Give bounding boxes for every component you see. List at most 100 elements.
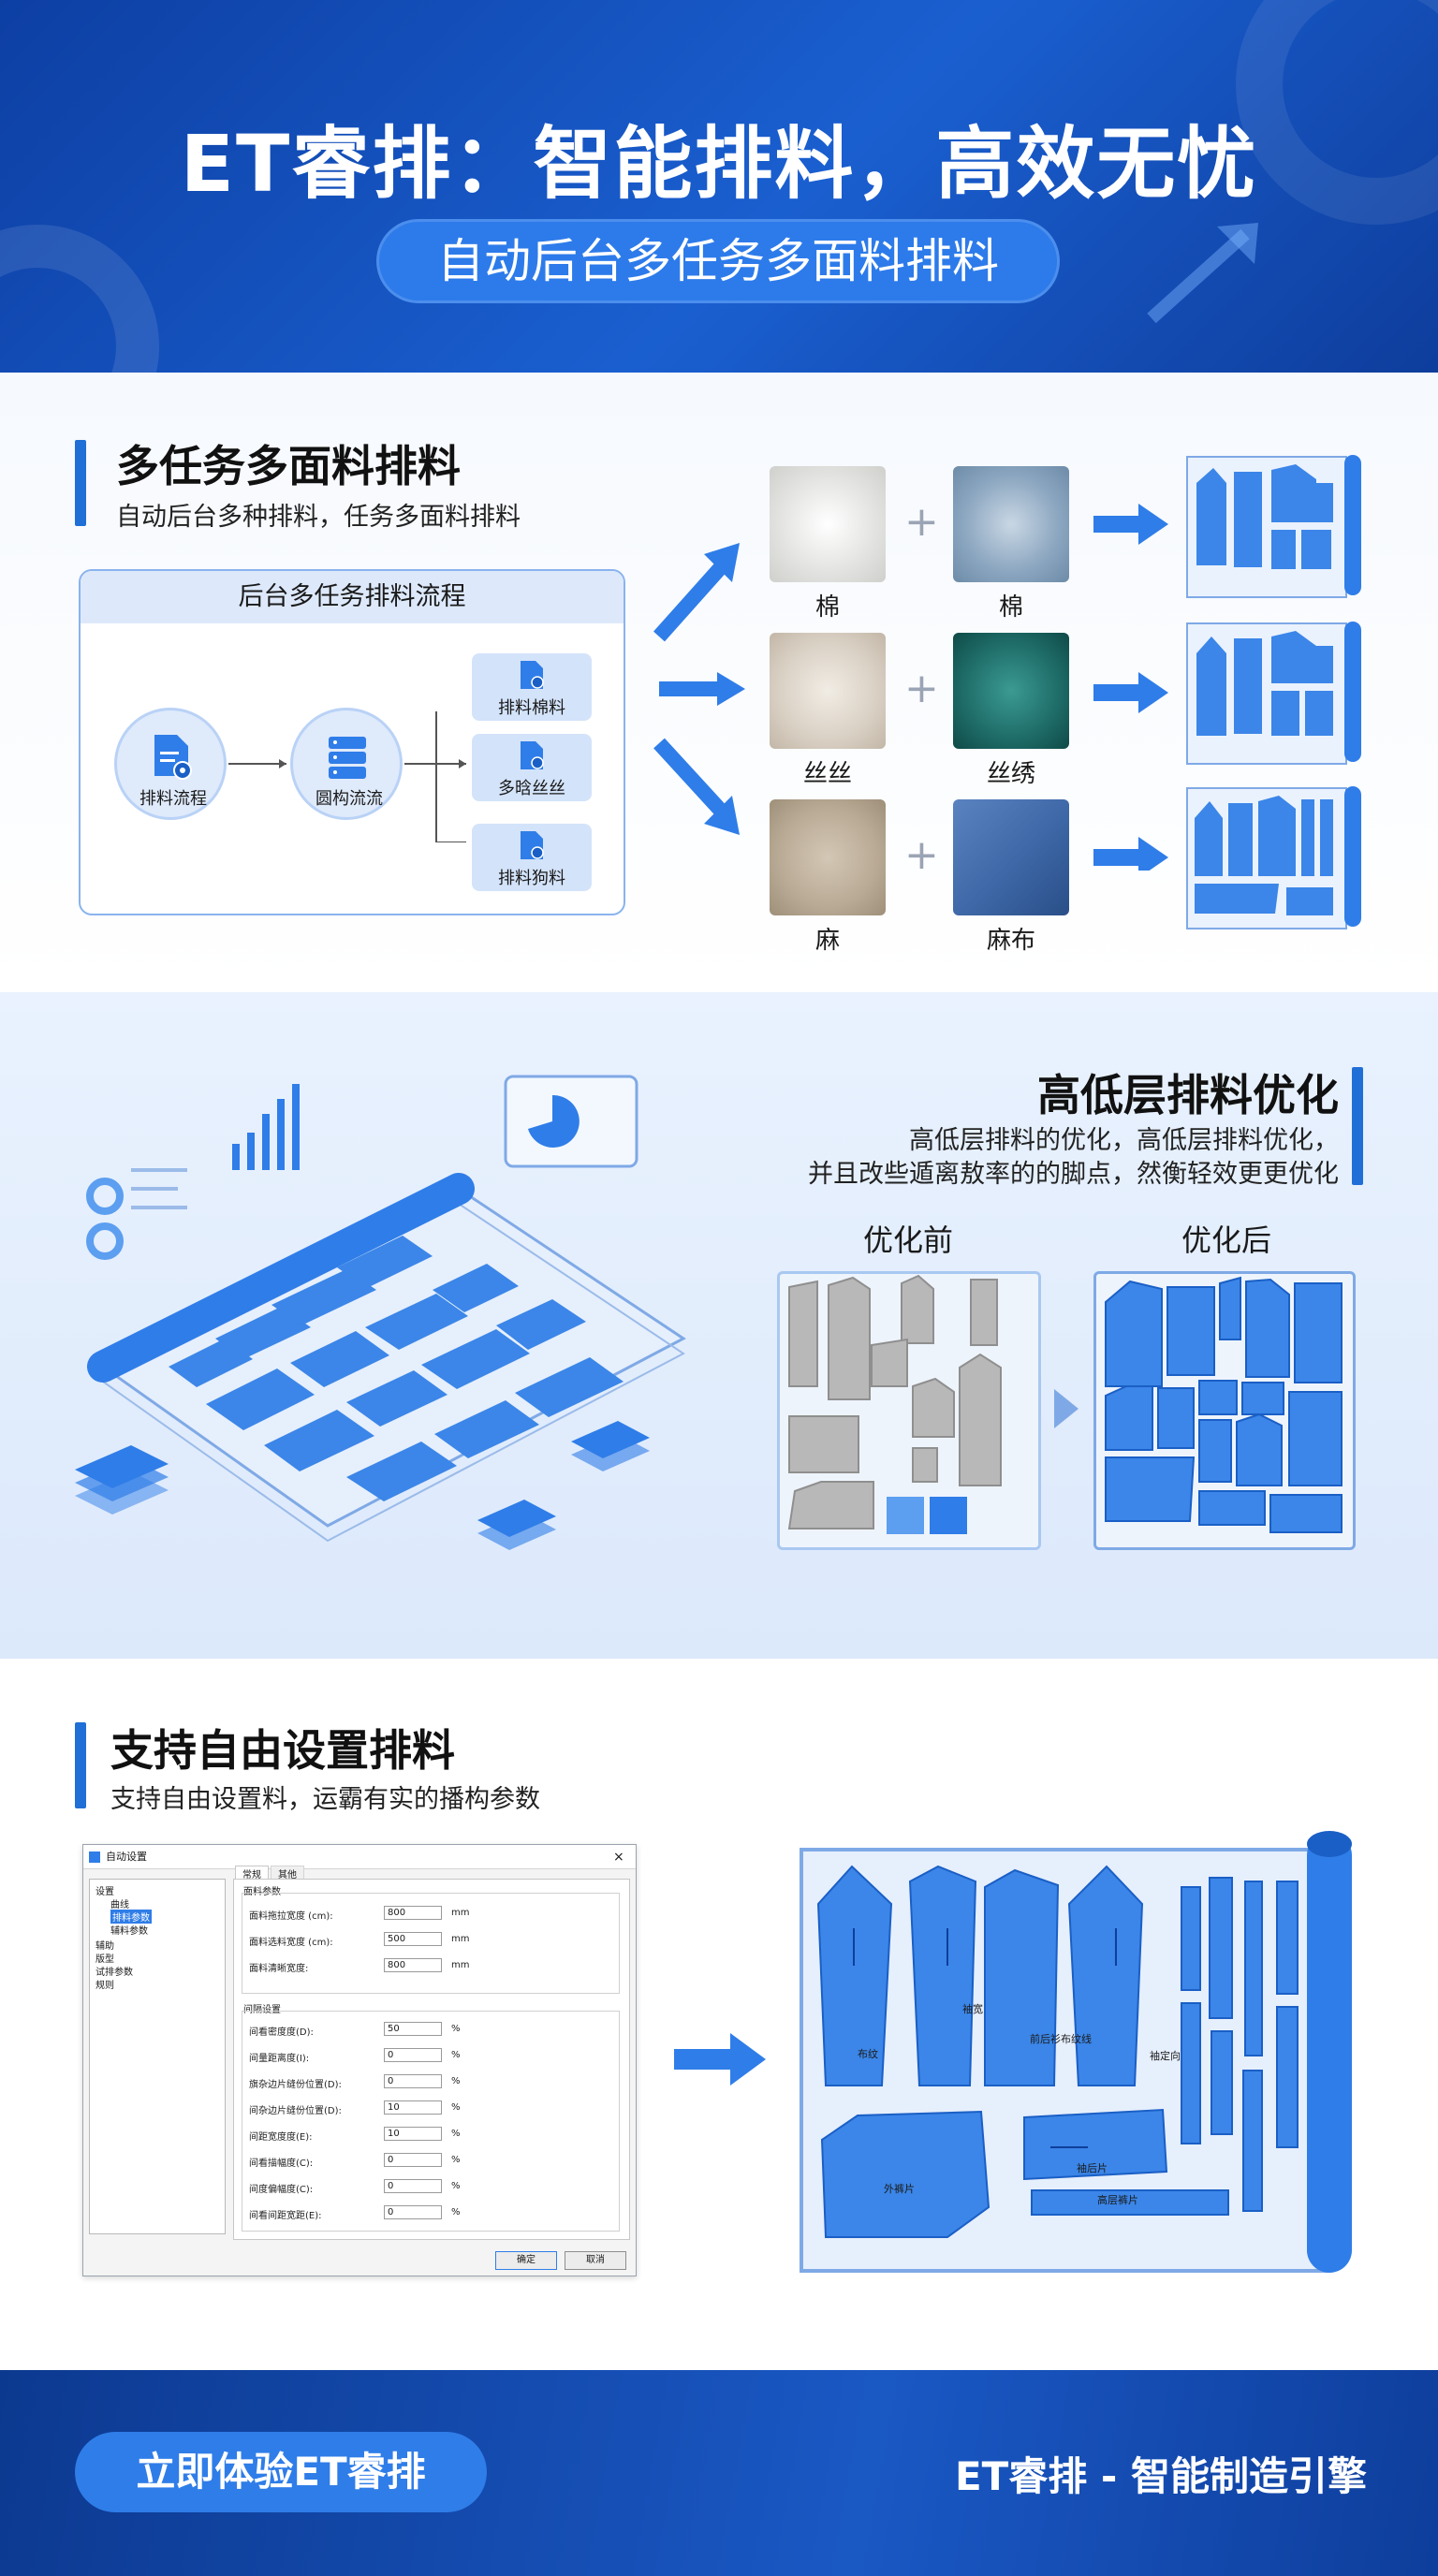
- fabric-label: 丝丝: [802, 760, 852, 788]
- spin-input[interactable]: 10: [384, 2100, 442, 2115]
- growth-arrow-icon: [1147, 223, 1258, 324]
- flow-node-label: 圆构流流: [315, 789, 383, 809]
- try-now-button[interactable]: 立即体验ET睿排: [75, 2432, 487, 2512]
- after-label: 优化后: [1181, 1222, 1271, 1258]
- field-label: 间量距离度(I):: [249, 2054, 310, 2064]
- section-title: 支持自由设置排料: [110, 1725, 455, 1776]
- spin-input[interactable]: 0: [384, 2153, 442, 2167]
- fabric-label: 棉: [998, 593, 1023, 622]
- tab-general[interactable]: 常规: [235, 1866, 269, 1881]
- section-description: 支持自由设置料，运霸有实的播构参数: [110, 1785, 540, 1814]
- close-button[interactable]: ×: [613, 1850, 624, 1865]
- piece-label: 袖定向: [1150, 2050, 1181, 2062]
- section-accent-bar: [1352, 1067, 1363, 1185]
- tree-item-selected[interactable]: 排料参数: [110, 1910, 152, 1924]
- spin-input[interactable]: 0: [384, 2048, 442, 2062]
- flow-diagram-title: 后台多任务排料流程: [81, 571, 624, 623]
- tree-item[interactable]: 曲线: [110, 1900, 129, 1910]
- chevron-right-icon: [1054, 1389, 1078, 1428]
- cancel-button[interactable]: 取消: [565, 2251, 626, 2270]
- section-title: 多任务多面料排料: [116, 441, 461, 491]
- ok-button[interactable]: 确定: [495, 2251, 557, 2270]
- settings-pane: 面料参数 面料拖拉宽度 (cm): 800 mm 面料选料宽度 (cm): 50…: [233, 1879, 630, 2240]
- flow-node-server: 圆构流流: [290, 708, 403, 820]
- fan-out-arrows: [653, 543, 745, 835]
- field-label: 间看密度度(D):: [249, 2027, 314, 2038]
- tab-other[interactable]: 其他: [271, 1866, 304, 1881]
- unit-label: %: [451, 2181, 461, 2191]
- spin-input[interactable]: 0: [384, 2074, 442, 2088]
- fabric-swatch-silk: [953, 633, 1069, 749]
- dialog-title: 自动设置: [106, 1851, 147, 1863]
- field-label: 间度偏幅度(C):: [249, 2185, 314, 2195]
- spin-input[interactable]: 800: [384, 1906, 442, 1920]
- app-icon: [89, 1852, 100, 1863]
- piece-label: 前后衫布纹线: [1030, 2033, 1092, 2045]
- flow-diagram-panel: 后台多任务排料流程 排料流程 圆构流流 排料棉料 多晗丝丝 排料狗料: [79, 569, 625, 915]
- spin-input[interactable]: 50: [384, 2022, 442, 2036]
- flow-node-layout: 排料流程: [114, 708, 227, 820]
- flow-output-label: 排料棉料: [498, 698, 565, 718]
- unit-label: %: [451, 2076, 461, 2086]
- flow-output-label: 多晗丝丝: [498, 779, 565, 798]
- unit-label: mm: [451, 1960, 470, 1970]
- spin-input[interactable]: 0: [384, 2179, 442, 2193]
- after-marker-panel: [1093, 1271, 1356, 1550]
- spin-input[interactable]: 800: [384, 1958, 442, 1972]
- tree-item[interactable]: 辅助: [95, 1941, 114, 1952]
- marker-sheet-large: [800, 1831, 1352, 2273]
- dialog-titlebar: 自动设置 ×: [83, 1845, 636, 1869]
- field-label: 面料清晰宽度:: [249, 1964, 309, 1974]
- field-label: 旗杂边片缝份位置(D):: [249, 2080, 342, 2090]
- decorative-ring: [0, 225, 159, 373]
- spin-input[interactable]: 500: [384, 1932, 442, 1946]
- unit-label: %: [451, 2129, 461, 2139]
- fabric-label: 棉: [814, 593, 840, 622]
- plus-sign: +: [904, 665, 939, 712]
- tree-item[interactable]: 版型: [95, 1954, 114, 1965]
- fabric-swatch-cotton: [770, 466, 886, 582]
- fabric-label: 丝绣: [986, 760, 1035, 788]
- fabric-swatch-linen: [953, 799, 1069, 915]
- document-gear-icon: [154, 735, 192, 780]
- page-subtitle: 自动后台多任务多面料排料: [437, 234, 999, 288]
- section-accent-bar: [75, 1722, 86, 1808]
- fabric-label: 麻: [814, 927, 840, 955]
- piece-label: 高层裤片: [1097, 2194, 1138, 2206]
- flow-node-label: 排料流程: [139, 789, 207, 809]
- fabric-swatch-linen: [770, 799, 886, 915]
- field-label: 面料拖拉宽度 (cm):: [249, 1911, 333, 1922]
- flow-output-2: 多晗丝丝: [472, 734, 592, 801]
- section-accent-bar: [75, 440, 86, 526]
- isometric-marker-illustration: [75, 1075, 686, 1550]
- group-box: [242, 2011, 620, 2232]
- spin-input[interactable]: 10: [384, 2127, 442, 2141]
- output-arrows: [1093, 504, 1168, 871]
- subtitle-pill: 自动后台多任务多面料排料: [376, 219, 1060, 303]
- tree-item[interactable]: 规则: [95, 1981, 114, 1991]
- tree-item[interactable]: 试排参数: [95, 1968, 133, 1978]
- piece-label: 袖宽: [962, 2003, 983, 2015]
- fabric-swatch-cotton: [953, 466, 1069, 582]
- marker-sheet: [1186, 786, 1361, 929]
- fabric-swatch-silk: [770, 633, 886, 749]
- unit-label: %: [451, 2050, 461, 2060]
- section-description: 高低层排料的优化，高低层排料优化，: [909, 1126, 1339, 1155]
- page-title: ET睿排：智能排料，高效无忧: [180, 118, 1258, 210]
- try-now-label: 立即体验ET睿排: [136, 2449, 426, 2495]
- marker-sheet: [1186, 622, 1361, 765]
- before-marker-panel: [777, 1271, 1041, 1550]
- arrow-right-icon: [674, 2033, 766, 2086]
- server-icon: [329, 737, 366, 779]
- tree-item[interactable]: 辅料参数: [110, 1926, 148, 1937]
- field-label: 间看描幅度(C):: [249, 2159, 314, 2169]
- piece-label: 袖后片: [1077, 2162, 1108, 2174]
- tree-item[interactable]: 设置: [95, 1887, 114, 1897]
- unit-label: mm: [451, 1934, 470, 1944]
- spin-input[interactable]: 0: [384, 2205, 442, 2219]
- section-description: 并且改些遁离敖率的的脚点，然衡轻效更更优化: [808, 1160, 1339, 1189]
- flow-connectors: [228, 711, 466, 842]
- footer-tagline: ET睿排 - 智能制造引擎: [954, 2453, 1367, 2499]
- section-description: 自动后台多种排料，任务多面料排料: [116, 503, 521, 532]
- section-title: 高低层排料优化: [1037, 1070, 1339, 1120]
